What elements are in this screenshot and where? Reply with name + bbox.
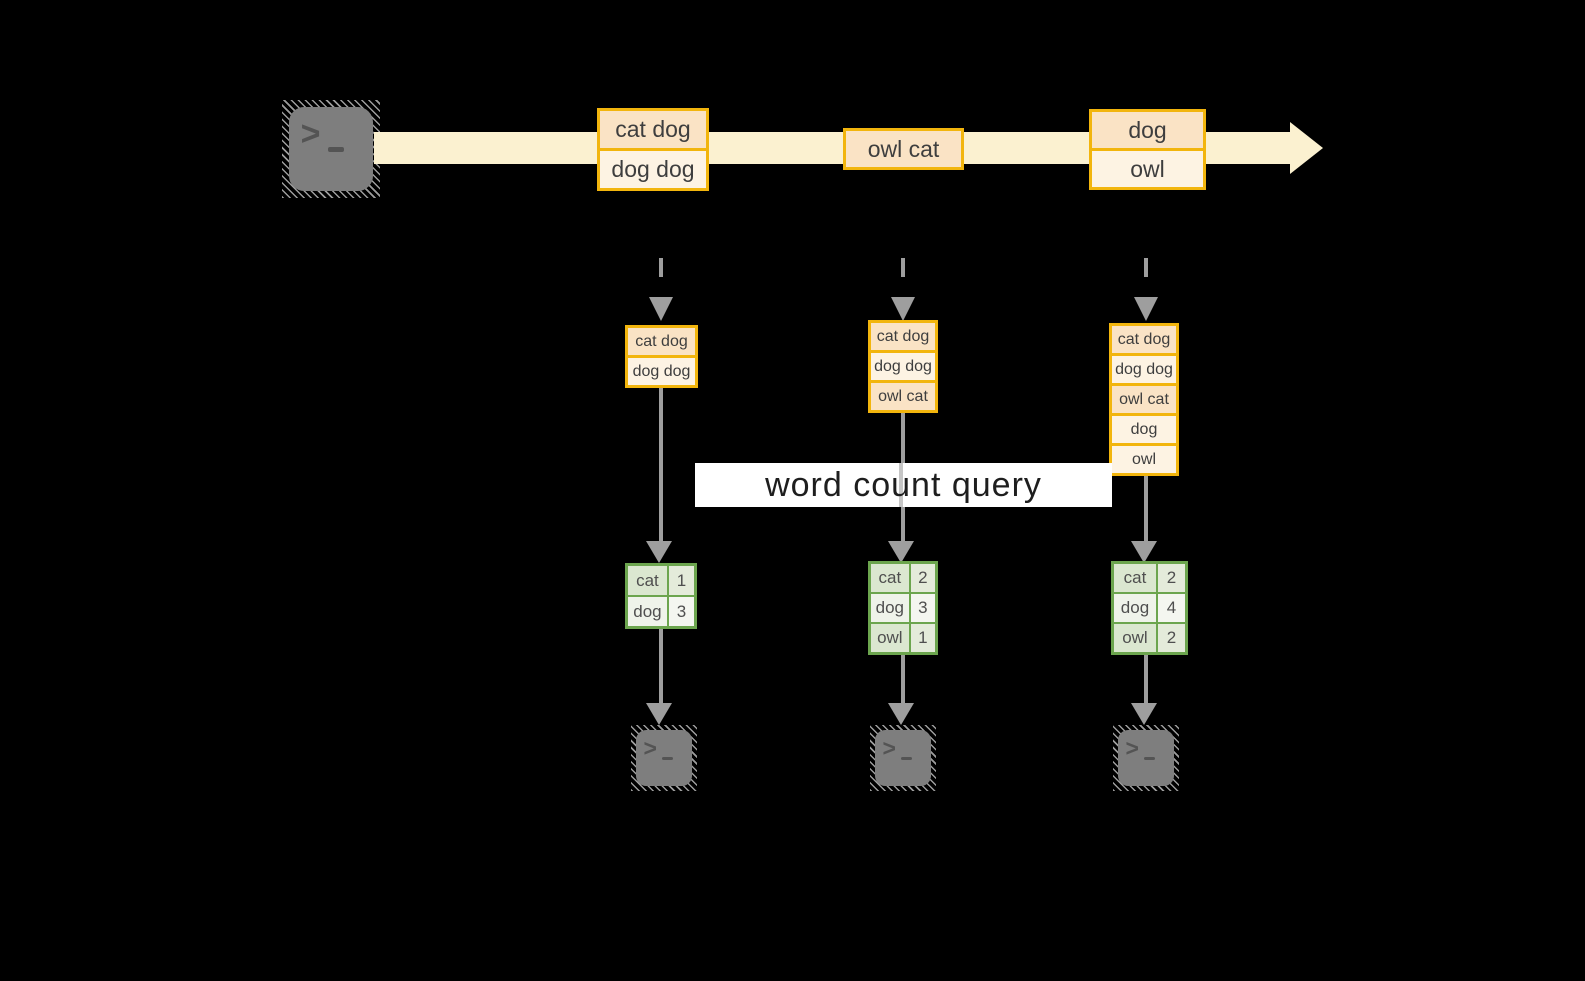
batch-arrow-dash	[659, 258, 663, 277]
batch-arrow-dash	[901, 258, 905, 277]
batch-arrow-dash	[1144, 258, 1148, 277]
batch-stack: cat dog dog dog owl cat	[868, 320, 938, 413]
stream-cell: dog dog	[600, 151, 706, 188]
stream-cell: owl	[1092, 151, 1203, 187]
prompt-underscore-icon	[1143, 756, 1156, 761]
batch-cell: cat dog	[1112, 326, 1176, 353]
terminal-body: >	[1117, 729, 1175, 787]
count-table: cat 2 dog 4 owl 2	[1111, 561, 1188, 655]
word-cell: owl	[1114, 624, 1156, 652]
word-cell: dog	[871, 594, 909, 622]
word-cell: cat	[628, 566, 667, 595]
prompt-underscore-icon	[900, 756, 913, 761]
query-arrowhead-icon	[646, 541, 672, 563]
stream-cell: cat dog	[600, 111, 706, 148]
count-cell: 2	[1157, 564, 1185, 592]
count-cell: 1	[668, 566, 694, 595]
count-cell: 3	[668, 597, 694, 626]
batch-cell: dog dog	[871, 353, 935, 380]
count-cell: 1	[910, 624, 935, 652]
prompt-chevron-icon: >	[882, 735, 896, 762]
batch-stack: cat dog dog dog	[625, 325, 698, 388]
stream-cell: dog	[1092, 112, 1203, 148]
query-arrowhead-icon	[1131, 541, 1157, 563]
sink-arrow-line	[1144, 655, 1148, 703]
stream-arrowhead-icon	[1290, 122, 1323, 174]
prompt-chevron-icon: >	[300, 115, 321, 154]
query-banner-label: word count query	[765, 465, 1042, 504]
terminal-body: >	[635, 729, 693, 787]
stream-box: cat dog dog dog	[597, 108, 709, 191]
batch-arrowhead-icon	[1134, 297, 1158, 321]
stream-cell: owl cat	[846, 131, 961, 167]
batch-cell: cat dog	[871, 323, 935, 350]
batch-cell: dog dog	[628, 358, 695, 385]
word-cell: dog	[628, 597, 667, 626]
query-arrow-line	[1144, 476, 1148, 541]
prompt-chevron-icon: >	[643, 735, 657, 762]
batch-cell: owl	[1112, 446, 1176, 473]
sink-arrowhead-icon	[1131, 703, 1157, 725]
query-arrowhead-icon	[888, 541, 914, 563]
batch-arrowhead-icon	[649, 297, 673, 321]
terminal-body: >	[288, 106, 374, 192]
batch-stack: cat dog dog dog owl cat dog owl	[1109, 323, 1179, 476]
word-cell: dog	[1114, 594, 1156, 622]
count-cell: 3	[910, 594, 935, 622]
stream-box: dog owl	[1089, 109, 1206, 190]
sink-terminal-icon: >	[631, 725, 697, 791]
count-cell: 2	[910, 564, 935, 592]
count-table: cat 1 dog 3	[625, 563, 697, 629]
word-cell: owl	[871, 624, 909, 652]
query-arrow-line	[659, 388, 663, 541]
batch-cell: dog	[1112, 416, 1176, 443]
count-table: cat 2 dog 3 owl 1	[868, 561, 938, 655]
count-cell: 4	[1157, 594, 1185, 622]
stream-box: owl cat	[843, 128, 964, 170]
source-terminal-icon: >	[282, 100, 380, 198]
prompt-chevron-icon: >	[1125, 735, 1139, 762]
sink-terminal-icon: >	[870, 725, 936, 791]
word-cell: cat	[1114, 564, 1156, 592]
query-banner: word count query	[695, 463, 1112, 507]
word-cell: cat	[871, 564, 909, 592]
prompt-underscore-icon	[661, 756, 674, 761]
sink-arrow-line	[659, 629, 663, 703]
batch-cell: cat dog	[628, 328, 695, 355]
count-cell: 2	[1157, 624, 1185, 652]
sink-arrowhead-icon	[888, 703, 914, 725]
batch-arrowhead-icon	[891, 297, 915, 321]
prompt-underscore-icon	[327, 147, 345, 153]
query-arrow-overlay	[899, 463, 903, 507]
sink-arrow-line	[901, 655, 905, 703]
batch-cell: owl cat	[1112, 386, 1176, 413]
sink-terminal-icon: >	[1113, 725, 1179, 791]
terminal-body: >	[874, 729, 932, 787]
sink-arrowhead-icon	[646, 703, 672, 725]
batch-cell: dog dog	[1112, 356, 1176, 383]
batch-cell: owl cat	[871, 383, 935, 410]
